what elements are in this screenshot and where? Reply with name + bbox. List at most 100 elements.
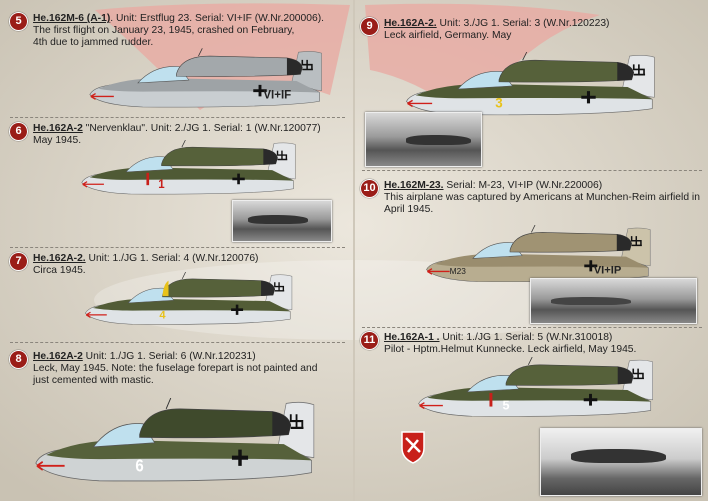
nose-arrow-icon: [36, 460, 65, 471]
entry-8: 8 He.162A-2 Unit: 1./JG 1. Serial: 6 (W.…: [9, 350, 318, 387]
antenna: [522, 52, 528, 61]
canopy: [92, 423, 156, 448]
jet-engine: [176, 55, 303, 77]
number-badge: 5: [9, 12, 28, 31]
divider: [10, 247, 345, 248]
tail-marking-icon: [276, 150, 288, 161]
number-badge: 9: [360, 17, 379, 36]
entry-11: 11 He.162A-1 . Unit: 1./JG 1. Serial: 5 …: [360, 331, 637, 356]
nose-arrow-icon: [427, 268, 450, 275]
canopy: [466, 374, 520, 393]
nose-arrow-icon: [407, 99, 433, 108]
divider: [10, 342, 345, 343]
jet-engine: [162, 278, 276, 298]
model-name: He.162A-2.: [33, 253, 86, 264]
balkenkreuz-icon: [232, 173, 245, 185]
aircraft-code: 4: [159, 309, 166, 321]
aircraft-profile-5: VI+IF: [89, 48, 322, 108]
antenna: [527, 357, 533, 365]
nose-arrow-icon: [90, 92, 114, 100]
engine-exhaust: [616, 234, 632, 251]
balkenkreuz-icon: [583, 393, 598, 406]
jet-engine: [505, 364, 634, 386]
engine-exhaust: [263, 148, 278, 165]
divider: [362, 327, 702, 328]
divider: [362, 170, 702, 171]
jet-engine: [509, 232, 632, 253]
engine-exhaust: [272, 411, 291, 436]
upper-fuselage: [89, 167, 294, 181]
antenna: [198, 48, 203, 57]
tail-fin: [264, 274, 293, 311]
entry-details: Unit: 3./JG 1. Serial: 3 (W.Nr.120223): [436, 18, 610, 29]
tail-marking-icon: [274, 282, 285, 292]
entry-text: April 1945.: [384, 204, 434, 215]
aircraft-code: VI+IP: [594, 264, 622, 276]
engine-exhaust: [617, 62, 634, 81]
jet-engine: [139, 408, 292, 439]
historical-photo: [365, 112, 482, 167]
entry-details: "Nervenklau". Unit: 2./JG 1. Serial: 1 (…: [82, 123, 321, 134]
model-name: He.162A-1 .: [384, 332, 440, 343]
tail-fin: [621, 54, 655, 98]
aircraft-code: 5: [502, 398, 509, 412]
entry-details: Unit: 1./JG 1. Serial: 6 (W.Nr.120231): [82, 351, 256, 362]
aircraft-profile-7: 4: [85, 272, 293, 325]
historical-photo: [540, 428, 702, 496]
entry-5: 5 He.162M-6 (A-1). Unit: Erstflug 23. Se…: [9, 12, 324, 49]
balkenkreuz-icon: [253, 84, 267, 97]
canopy: [472, 242, 523, 259]
nose-band: [146, 172, 150, 186]
aircraft-profile-9: 3: [406, 52, 655, 116]
nose-band: [489, 392, 493, 407]
entry-9: 9 He.162A-2. Unit: 3./JG 1. Serial: 3 (W…: [360, 17, 610, 42]
tail-fin: [290, 51, 322, 91]
entry-text: The first flight on January 23, 1945, cr…: [33, 25, 295, 36]
antenna: [165, 398, 172, 410]
model-name: He.162M-6 (A-1): [33, 13, 111, 24]
antenna: [181, 272, 186, 280]
nose-arrow-icon: [85, 311, 107, 318]
canopy: [457, 71, 513, 90]
aircraft-profile-8: 6: [35, 398, 315, 482]
entry-text: Pilot - Hptm.Helmut Kunnecke. Leck airfi…: [384, 344, 637, 355]
nose-arrow-icon: [82, 181, 104, 188]
balkenkreuz-icon: [231, 449, 249, 466]
aircraft-code-secondary: M23: [450, 266, 467, 276]
engine-exhaust: [286, 57, 303, 76]
model-name: He.162A-2: [33, 123, 83, 134]
engine-intake-band: [162, 280, 169, 296]
entry-text: Leck, May 1945. Note: the fuselage forep…: [33, 363, 318, 374]
tail-marking-icon: [289, 414, 304, 429]
jet-engine: [161, 146, 278, 167]
entry-6: 6 He.162A-2 "Nervenklau". Unit: 2./JG 1.…: [9, 122, 321, 147]
upper-fuselage: [415, 83, 653, 100]
canopy: [125, 156, 174, 173]
entry-text: 4th due to jammed rudder.: [33, 37, 154, 48]
model-name: He.162A-2.: [384, 18, 437, 29]
number-badge: 7: [9, 252, 28, 271]
entry-text: just cemented with mastic.: [33, 375, 154, 386]
aircraft-profile-11: 5: [418, 357, 653, 417]
upper-fuselage: [93, 298, 291, 312]
aircraft-code: 3: [495, 96, 502, 111]
historical-photo: [232, 200, 332, 242]
antenna: [181, 140, 186, 148]
engine-exhaust: [261, 280, 275, 296]
aircraft-code: 1: [158, 179, 165, 191]
tail-fin: [621, 359, 653, 401]
aircraft-code: 6: [135, 456, 143, 475]
balkenkreuz-icon: [584, 260, 598, 272]
entry-details: . Unit: Erstflug 23. Serial: VI+IF (W.Nr…: [110, 13, 324, 24]
unit-emblem: [401, 431, 425, 464]
tail-fin: [620, 227, 651, 267]
model-name: He.162M-23.: [384, 180, 444, 191]
nose-arrow-icon: [419, 402, 443, 410]
engine-exhaust: [617, 366, 634, 385]
entry-text: This airplane was captured by Americans …: [384, 192, 700, 203]
tail-fin: [266, 142, 296, 180]
aircraft-code: VI+IF: [263, 89, 291, 101]
number-badge: 11: [360, 331, 379, 350]
tail-marking-icon: [632, 368, 644, 380]
tail-marking-icon: [632, 64, 646, 76]
